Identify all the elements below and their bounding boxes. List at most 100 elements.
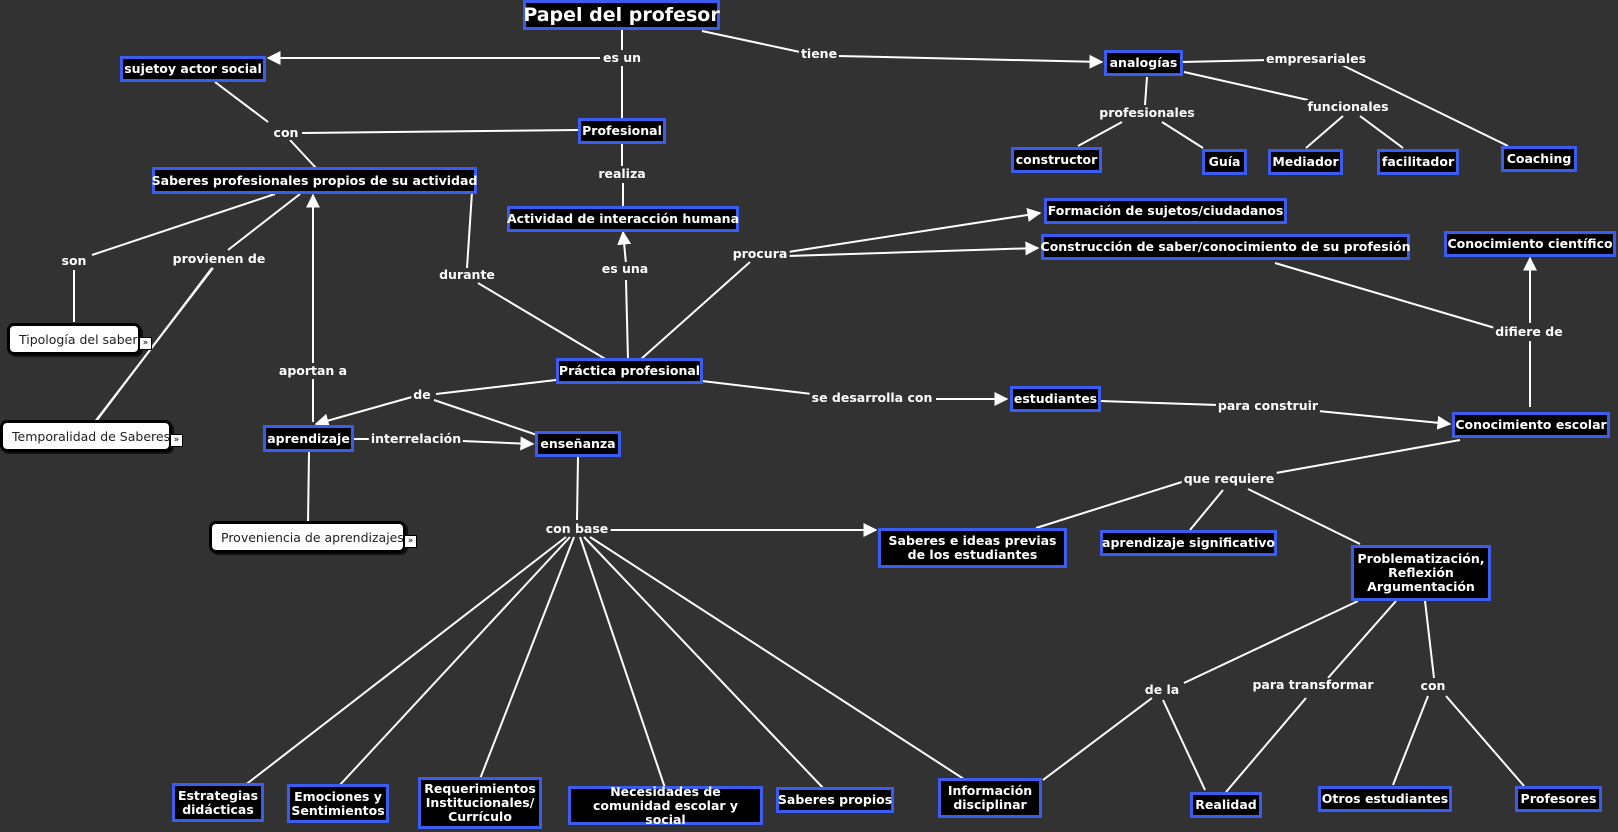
concept-saberes-profesionales[interactable]: Saberes profesionales propios de su acti… [152, 167, 477, 194]
link-label-con-2: con [1418, 678, 1448, 693]
link-line [93, 267, 214, 424]
link-line [1359, 115, 1404, 149]
concept-conocimiento-cientifico[interactable]: Conocimiento científico [1444, 231, 1616, 257]
concept-aprendizaje-significativo[interactable]: aprendizaje significativo [1100, 530, 1277, 556]
link-line [576, 456, 579, 521]
resource-temporalidad-de-saberes[interactable]: Temporalidad de Saberes » [0, 420, 183, 452]
link-icon[interactable]: » [139, 337, 152, 350]
link-icon[interactable]: » [404, 535, 417, 548]
link-line [1445, 695, 1525, 787]
concept-actividad-interaccion[interactable]: Actividad de interacción humana [507, 206, 739, 232]
link-line [1275, 439, 1461, 474]
concept-estudiantes[interactable]: estudiantes [1010, 386, 1101, 412]
link-line [1035, 480, 1186, 529]
link-line [583, 536, 826, 791]
concept-sujeto-actor-social[interactable]: sujetoy actor social [120, 56, 266, 82]
link-label-es-una: es una [599, 261, 651, 276]
link-line [337, 536, 571, 788]
link-label-interrelacion: interrelación [368, 431, 464, 446]
link-label-provienen-de: provienen de [170, 251, 268, 266]
concept-conocimiento-escolar[interactable]: Conocimiento escolar [1452, 412, 1610, 438]
concept-coaching[interactable]: Coaching [1501, 146, 1577, 172]
link-line [1099, 400, 1219, 406]
link-line [1181, 59, 1269, 63]
link-label-con: con [271, 125, 301, 140]
concept-construccion-saber[interactable]: Construcción de saber/conocimiento de su… [1041, 234, 1410, 260]
link-label-profesionales: profesionales [1097, 105, 1197, 120]
link-label-con-base: con base [543, 521, 611, 536]
concept-saberes-previos[interactable]: Saberes e ideas previas de los estudiant… [878, 528, 1067, 568]
link-label-tiene: tiene [798, 46, 840, 61]
link-line [1247, 488, 1361, 545]
link-label-de-la: de la [1142, 682, 1182, 697]
concept-constructor[interactable]: constructor [1011, 147, 1102, 173]
concept-ensenanza[interactable]: enseñanza [535, 431, 621, 457]
concept-formacion-sujetos[interactable]: Formación de sujetos/ciudadanos [1044, 198, 1287, 224]
link-line [435, 379, 557, 395]
link-label-para-transformar: para transformar [1250, 677, 1376, 692]
concept-requerimientos[interactable]: Requerimientos Institucionales/ Currícul… [418, 777, 542, 829]
link-line [1144, 76, 1148, 106]
link-line [1274, 262, 1496, 329]
link-line [1424, 600, 1435, 679]
link-line [1392, 695, 1429, 786]
resource-tipologia-del-saber[interactable]: Tipología del saber » [7, 323, 152, 355]
concept-estrategias-didacticas[interactable]: Estrategias didácticas [172, 783, 264, 822]
link-line [787, 208, 1042, 253]
link-line [1339, 63, 1509, 147]
link-line [1162, 699, 1206, 791]
link-label-realiza: realiza [596, 166, 648, 181]
link-line [1183, 600, 1359, 684]
link-line [617, 230, 632, 265]
concept-realidad[interactable]: Realidad [1190, 792, 1262, 818]
concept-practica-profesional[interactable]: Práctica profesional [556, 358, 703, 384]
concept-aprendizaje[interactable]: aprendizaje [263, 425, 354, 452]
link-line [301, 129, 579, 134]
link-label-para-construir: para construir [1215, 398, 1321, 413]
link-label-de: de [411, 387, 433, 402]
concept-emociones-sentimientos[interactable]: Emociones y Sentimientos [287, 784, 389, 823]
concept-informacion-disciplinar[interactable]: Información disciplinar [938, 778, 1042, 818]
concept-papel-del-profesor[interactable]: Papel del profesor [523, 0, 720, 30]
concept-problematizacion[interactable]: Problematización, Reflexión Argumentació… [1351, 545, 1491, 601]
link-label-es-un: es un [600, 50, 644, 65]
link-line [701, 30, 801, 53]
link-label-son: son [59, 253, 89, 268]
link-line [461, 436, 535, 451]
concept-profesional[interactable]: Profesional [578, 118, 666, 144]
link-line [639, 261, 751, 361]
link-line [289, 139, 317, 169]
resource-label: Proveniencia de aprendizajes [221, 529, 404, 545]
link-line [466, 191, 473, 269]
concept-facilitador[interactable]: facilitador [1377, 149, 1459, 175]
concept-mediador[interactable]: Mediador [1268, 149, 1343, 175]
link-line [589, 536, 971, 784]
concept-saberes-propios[interactable]: Saberes propios [776, 787, 894, 813]
link-line [1161, 121, 1204, 149]
resource-proveniencia-de-aprendizajes[interactable]: Proveniencia de aprendizajes » [209, 521, 417, 553]
link-line [477, 282, 608, 361]
link-line [479, 536, 575, 780]
link-label-procura: procura [730, 246, 790, 261]
link-label-funcionales: funcionales [1305, 99, 1391, 114]
concept-guia[interactable]: Guía [1202, 149, 1247, 175]
link-label-aportan-a: aportan a [276, 363, 350, 378]
link-line [91, 193, 276, 256]
link-line [701, 380, 813, 395]
link-label-empresariales: empresariales [1263, 51, 1369, 66]
link-label-difiere-de: difiere de [1493, 324, 1565, 339]
link-line [1327, 600, 1397, 679]
concept-necesidades[interactable]: Necesidades de comunidad escolar y socia… [568, 784, 763, 826]
link-line [314, 396, 413, 428]
link-line [579, 536, 666, 789]
concept-otros-estudiantes[interactable]: Otros estudiantes [1318, 786, 1452, 812]
link-icon[interactable]: » [170, 434, 183, 447]
link-line [1183, 71, 1309, 101]
link-line [1225, 697, 1307, 793]
link-line [307, 451, 310, 525]
link-label-que-requiere: que requiere [1181, 471, 1277, 486]
concept-profesores[interactable]: Profesores [1515, 786, 1602, 812]
link-line [625, 279, 629, 361]
concept-analogias[interactable]: analogías [1104, 50, 1183, 76]
